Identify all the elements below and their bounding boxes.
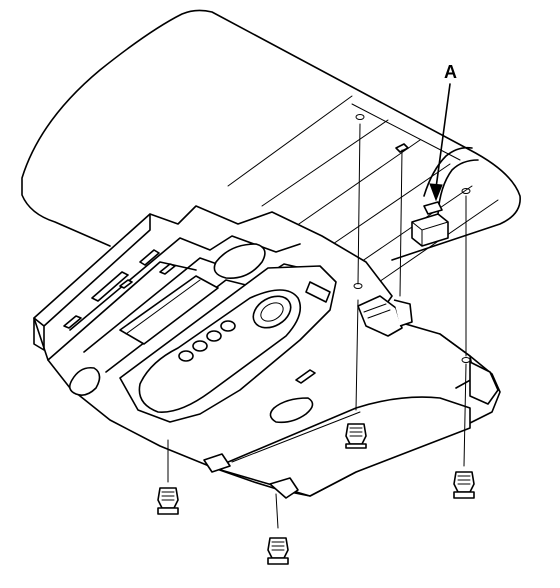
button-4 [220, 320, 236, 332]
control-panel [119, 265, 337, 424]
button-1 [178, 350, 194, 362]
bolt-holes [353, 283, 471, 363]
bolt-right [453, 471, 475, 499]
bolt-center [345, 423, 367, 449]
button-2 [192, 340, 208, 352]
callout-arrow-a [429, 83, 451, 202]
panel-rails [227, 95, 499, 285]
guide-lines [167, 123, 467, 529]
roof-panel [21, 9, 521, 261]
connector-a [411, 146, 479, 247]
bolt-bottom [267, 537, 289, 565]
bottom-cover [203, 396, 471, 499]
right-bracket [305, 281, 499, 405]
bolt-left [157, 487, 179, 515]
panel-holes [355, 114, 471, 194]
button-3 [206, 330, 222, 342]
callout-label-a: A [444, 62, 457, 82]
